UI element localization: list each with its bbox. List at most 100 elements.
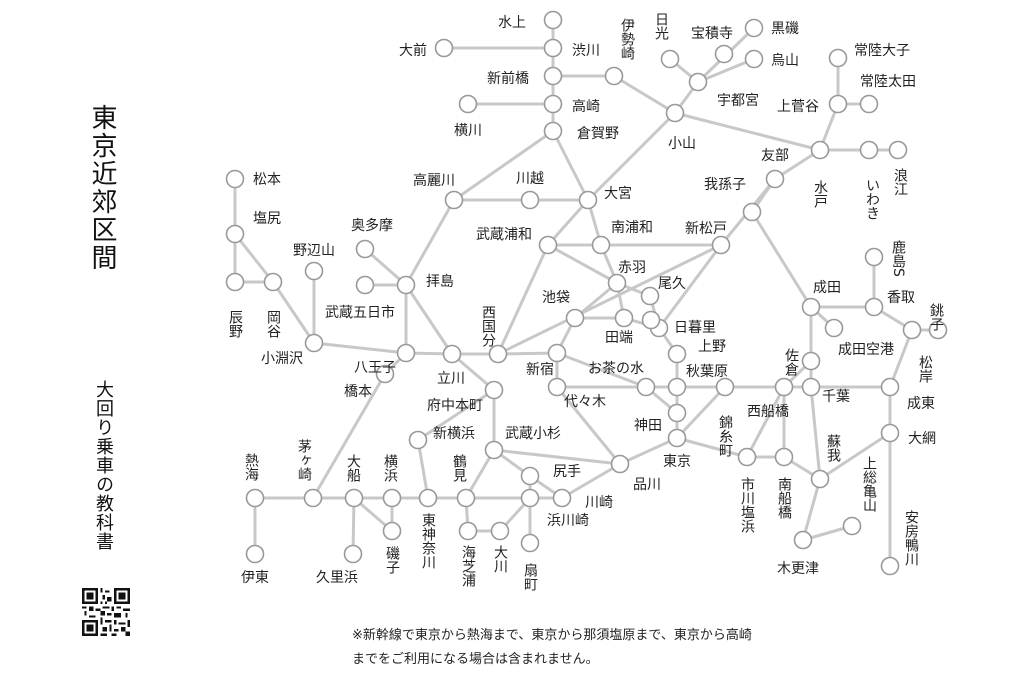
station-label-nikko: 日光 [653,12,669,41]
station-label-awakamogawa: 安房鴨川 [903,510,919,566]
station-node-hashimoto [375,364,395,384]
station-node-ofuna [344,488,364,508]
station-label-umishibaura: 海芝浦 [460,545,476,587]
station-label-tatsuno: 辰野 [227,310,243,338]
station-label-ikebukuro: 池袋 [542,290,570,306]
station-label-yokohama: 横浜 [382,454,398,482]
station-node-choshi [928,320,948,340]
route-segment [586,111,677,202]
route-segment [453,129,554,202]
station-label-isogo: 磯子 [384,546,400,574]
station-node-ochanomizu [636,377,656,397]
route-segment [404,284,454,355]
station-node-abiko [765,169,785,189]
station-label-shinjuku: 新宿 [526,361,554,378]
station-label-shinmatsudo: 新松戸 [685,221,727,237]
station-node-okaya [263,272,283,292]
station-label-akabane: 赤羽 [618,260,646,276]
station-node-yokokawa [458,94,478,114]
station-label-minamifunabashi: 南船橋 [776,477,792,519]
qr-code-icon [82,588,130,636]
station-label-haijima: 拝島 [426,274,454,290]
station-label-tsurumi: 鶴見 [451,453,467,483]
route-segment [619,436,678,466]
station-label-naritaairport: 成田空港 [838,342,894,358]
route-segment [547,243,618,285]
route-segment [555,386,622,465]
route-segment [497,243,722,356]
route-segment [613,74,676,115]
station-node-shinmaebashi [543,66,563,86]
station-label-narita: 成田 [813,280,841,296]
route-segment [493,448,621,466]
route-segment [657,244,723,329]
station-node-omiya [578,190,598,210]
station-node-matsumoto [225,169,245,189]
station-label-nippori: 日暮里 [674,320,716,336]
station-label-kurihama: 久里浜 [316,570,358,586]
station-node-shinyokohama [408,430,428,450]
station-node-shinjuku [547,343,567,363]
route-segment [676,436,748,459]
station-label-ofuna: 大船 [345,454,361,483]
station-label-yoyogi: 代々木 [564,394,606,410]
station-label-yokokawa: 横川 [454,123,482,139]
route-segment [546,199,590,246]
route-segment [697,57,755,84]
station-label-shinagawa: 品川 [633,477,661,493]
station-node-kawagoe [520,190,540,210]
station-node-nishifunabashi [774,377,794,397]
station-node-chigasaki [303,488,323,508]
station-node-minamiurawa [591,235,611,255]
station-node-kanda [667,403,687,423]
station-label-kawasaki: 川崎 [585,495,613,511]
station-node-kazusakameyama [842,516,862,536]
station-node-takasaki [543,94,563,114]
station-label-mito: 水戸 [812,180,828,208]
station-node-nobeyama [304,261,324,281]
station-nodes [225,10,948,576]
route-segment [351,497,356,555]
station-label-chigasaki: 茅ヶ崎 [296,439,312,481]
route-segment [750,211,813,308]
station-node-hitachiota2 [859,94,879,114]
station-node-tachikawa [442,344,462,364]
junction-node [742,202,762,222]
station-node-okutama [355,239,375,259]
station-node-tatsuno [225,272,245,292]
station-node-kamisugaya [828,94,848,114]
station-node-ichikawashiohama [737,447,757,467]
station-node-higashikanagawa [418,488,438,508]
route-segment [417,388,495,442]
station-node-umishibaura [458,521,478,541]
station-label-kazusakameyama: 上総亀山 [861,456,877,512]
station-label-takasaki: 高崎 [572,98,600,115]
station-node-okawa [490,521,510,541]
station-node-haijima [396,275,416,295]
station-node-shiojiri [225,224,245,244]
station-node-nikko [660,49,680,69]
station-node-kashimajingu [864,247,884,267]
station-label-shiojiri: 塩尻 [253,211,281,227]
station-node-yokohama [382,488,402,508]
station-label-fuchuhonmachi: 府中本町 [427,398,483,414]
route-segment [819,431,891,481]
station-node-fuchuhonmachi [484,380,504,400]
station-label-ogimachi: 扇町 [522,563,538,591]
station-label-iwaki: いわき [864,178,880,220]
station-node-hitachiota [828,48,848,68]
station-label-soga: 蘇我 [825,434,841,462]
station-label-shinmaebashi: 新前橋 [487,70,529,87]
station-label-omiya: 大宮 [604,186,632,202]
station-label-choshi: 銚子 [928,303,944,331]
station-node-sakura [801,351,821,371]
station-node-namie [888,140,908,160]
station-label-ochanomizu: お茶の水 [588,361,644,377]
station-label-musashikosugi: 武蔵小杉 [505,426,561,442]
station-label-tokyo: 東京 [663,454,691,470]
station-label-tabata: 田端 [605,330,633,346]
station-node-tabata [614,308,634,328]
route-segment [311,373,387,499]
junction-node [641,310,661,330]
station-node-narito [880,377,900,397]
